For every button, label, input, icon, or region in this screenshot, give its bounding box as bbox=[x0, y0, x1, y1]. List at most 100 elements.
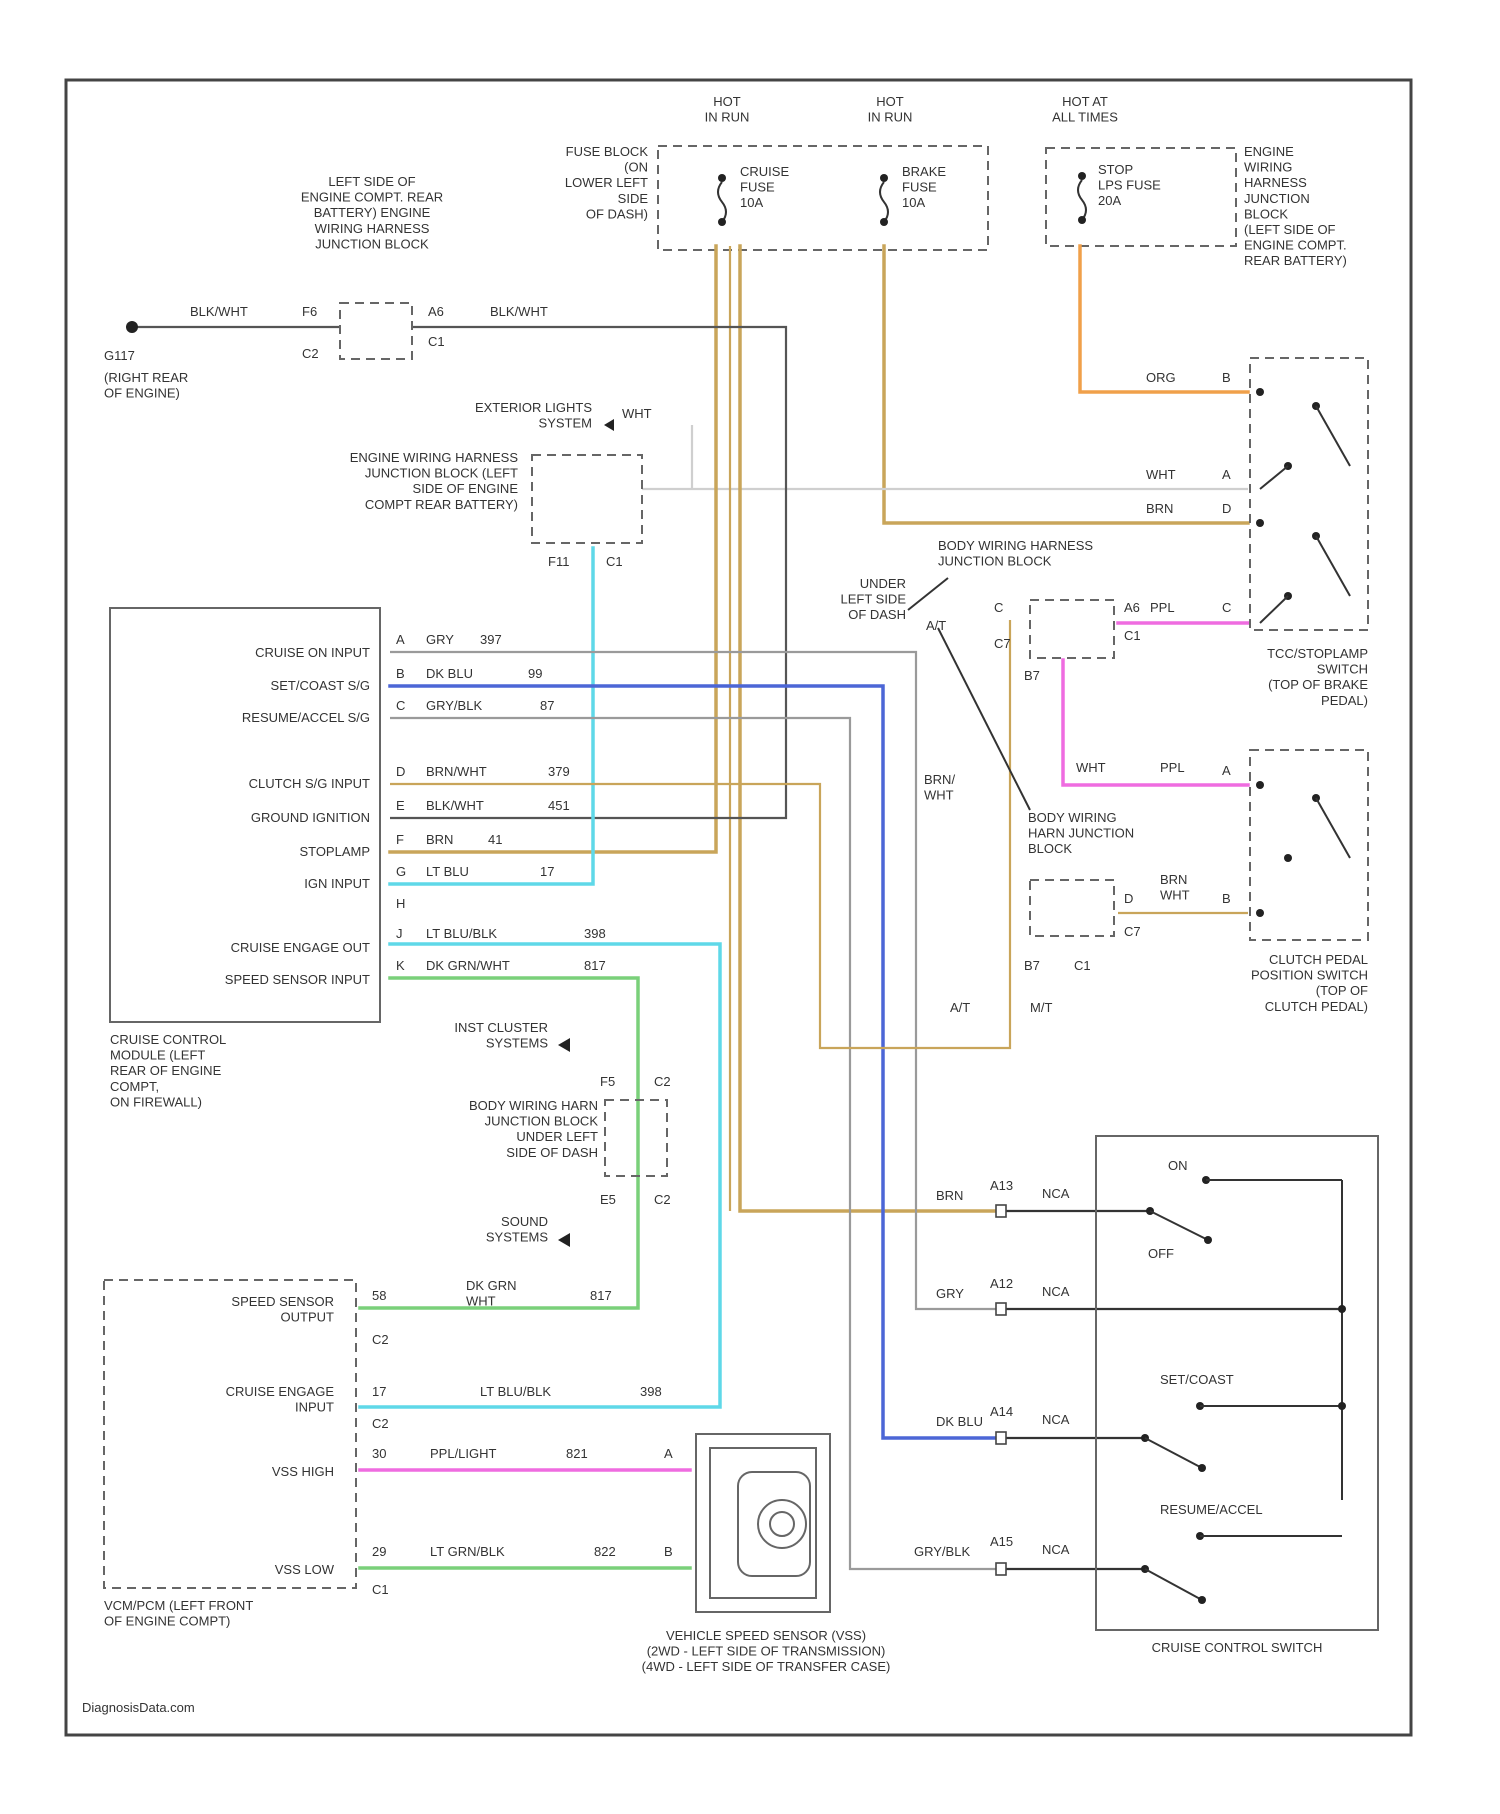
svg-text:398: 398 bbox=[584, 926, 606, 941]
ground-conn-left: C2 bbox=[302, 346, 319, 361]
brake-fuse-label: BRAKEFUSE10A bbox=[902, 164, 946, 210]
cruise-switch-row-1: BRN A13 NCA bbox=[936, 1178, 1070, 1203]
watermark: DiagnosisData.com bbox=[82, 1700, 195, 1715]
ground-conn-right: C1 bbox=[428, 334, 445, 349]
clutch-switch-contacts bbox=[1256, 781, 1350, 917]
brake-switch-label: TCC/STOPLAMPSWITCH(TOP OF BRAKEPEDAL) bbox=[1267, 646, 1368, 708]
svg-text:NCA: NCA bbox=[1042, 1186, 1070, 1201]
cruise-switch-on: ON bbox=[1168, 1158, 1188, 1173]
ground-pin-right: A6 bbox=[428, 304, 444, 319]
svg-text:H: H bbox=[396, 896, 405, 911]
svg-text:NCA: NCA bbox=[1042, 1542, 1070, 1557]
ground-junction-label: LEFT SIDE OFENGINE COMPT. REARBATTERY) E… bbox=[301, 174, 443, 251]
svg-text:SPEED SENSOR INPUT: SPEED SENSOR INPUT bbox=[225, 972, 370, 987]
svg-text:BLK/WHT: BLK/WHT bbox=[426, 798, 484, 813]
svg-text:SET/COAST S/G: SET/COAST S/G bbox=[271, 678, 370, 693]
svg-text:GRY/BLK: GRY/BLK bbox=[914, 1544, 970, 1559]
svg-text:DK GRN/WHT: DK GRN/WHT bbox=[426, 958, 510, 973]
cruise-switch-row-4: GRY/BLK A15 NCA bbox=[914, 1534, 1070, 1559]
svg-text:SPEED SENSOROUTPUT: SPEED SENSOROUTPUT bbox=[231, 1294, 334, 1325]
svg-text:GRY/BLK: GRY/BLK bbox=[426, 698, 482, 713]
svg-text:RESUME/ACCEL S/G: RESUME/ACCEL S/G bbox=[242, 710, 370, 725]
svg-text:C2: C2 bbox=[372, 1416, 389, 1431]
clutch-junction-label: BODY WIRINGHARN JUNCTIONBLOCK bbox=[1028, 810, 1134, 856]
svg-text:CRUISE ON INPUT: CRUISE ON INPUT bbox=[255, 645, 370, 660]
vcm-pin-speed-output: SPEED SENSOROUTPUT 58 C2 DK GRNWHT 817 bbox=[231, 1278, 611, 1347]
exterior-arrow-icon bbox=[604, 419, 614, 431]
svg-text:LT BLU: LT BLU bbox=[426, 864, 469, 879]
body-junction-at: A/T bbox=[926, 618, 946, 633]
cruise-fuse-label: CRUISEFUSE10A bbox=[740, 164, 789, 210]
exterior-pin: F11 bbox=[548, 554, 569, 569]
svg-text:K: K bbox=[396, 958, 405, 973]
svg-text:BRN: BRN bbox=[426, 832, 453, 847]
splice-pin-bot: E5 bbox=[600, 1192, 616, 1207]
vcm-pin-vss-low: VSS LOW 29 C1 LT GRN/BLK 822 bbox=[275, 1544, 616, 1597]
clutch-pin-d: D bbox=[1124, 891, 1133, 906]
splice-junction-label: BODY WIRING HARNJUNCTION BLOCKUNDER LEFT… bbox=[469, 1098, 598, 1160]
sound-arrow-icon bbox=[558, 1233, 570, 1247]
body-junction-conn-c1: C1 bbox=[1124, 628, 1141, 643]
body-junction-wire-wht: WHT bbox=[1076, 760, 1106, 775]
clutch-pin-b: B bbox=[1222, 891, 1231, 906]
ground-location: (RIGHT REAROF ENGINE) bbox=[104, 370, 188, 401]
ground-junction-block bbox=[340, 303, 412, 359]
body-junction-pin-a6: A6 bbox=[1124, 600, 1140, 615]
brake-switch-contacts bbox=[1256, 388, 1350, 623]
svg-text:87: 87 bbox=[540, 698, 554, 713]
svg-text:C: C bbox=[396, 698, 405, 713]
svg-text:NCA: NCA bbox=[1042, 1284, 1070, 1299]
svg-text:PPL/LIGHT: PPL/LIGHT bbox=[430, 1446, 497, 1461]
svg-text:17: 17 bbox=[372, 1384, 386, 1399]
svg-text:41: 41 bbox=[488, 832, 502, 847]
module-pin-b: SET/COAST S/G B DK BLU 99 bbox=[271, 666, 543, 693]
svg-text:30: 30 bbox=[372, 1446, 386, 1461]
exterior-junction-block bbox=[532, 455, 642, 543]
clutch-wire-brnwht: BRNWHT bbox=[1160, 872, 1190, 903]
svg-text:IGN INPUT: IGN INPUT bbox=[304, 876, 370, 891]
module-pin-e: GROUND IGNITION E BLK/WHT 451 bbox=[251, 798, 570, 825]
svg-text:822: 822 bbox=[594, 1544, 616, 1559]
inst-cluster-label: INST CLUSTERSYSTEMS bbox=[454, 1020, 548, 1051]
svg-text:GRY: GRY bbox=[936, 1286, 964, 1301]
svg-text:LT GRN/BLK: LT GRN/BLK bbox=[430, 1544, 505, 1559]
splice-conn-top: C2 bbox=[654, 1074, 671, 1089]
exterior-conn: C1 bbox=[606, 554, 623, 569]
svg-text:A15: A15 bbox=[990, 1534, 1013, 1549]
vcm-pcm bbox=[104, 1280, 356, 1588]
module-pin-c: RESUME/ACCEL S/G C GRY/BLK 87 bbox=[242, 698, 555, 725]
wire-brn-brake-label: BRN bbox=[1146, 501, 1173, 516]
clutch-conn-c7: C7 bbox=[1124, 924, 1141, 939]
svg-text:G: G bbox=[396, 864, 406, 879]
svg-text:A: A bbox=[396, 632, 405, 647]
body-junction-pin-c: C bbox=[994, 600, 1003, 615]
module-pin-j: CRUISE ENGAGE OUT J LT BLU/BLK 398 bbox=[231, 926, 606, 955]
svg-text:D: D bbox=[396, 764, 405, 779]
clutch-pin-b7: B7 bbox=[1024, 958, 1040, 973]
splice-pin-top: F5 bbox=[600, 1074, 615, 1089]
svg-text:397: 397 bbox=[480, 632, 502, 647]
svg-text:CRUISE ENGAGE OUT: CRUISE ENGAGE OUT bbox=[231, 940, 370, 955]
svg-text:NCA: NCA bbox=[1042, 1412, 1070, 1427]
cruise-switch-off: OFF bbox=[1148, 1246, 1174, 1261]
tcc-stoplamp-switch bbox=[1250, 358, 1368, 630]
pin-b-brake: B bbox=[1222, 370, 1231, 385]
module-pin-d: CLUTCH S/G INPUT D BRN/WHT 379 bbox=[249, 764, 570, 791]
cruise-switch-label: CRUISE CONTROL SWITCH bbox=[1152, 1640, 1323, 1655]
clutch-junction-block bbox=[1030, 880, 1114, 936]
svg-text:DK BLU: DK BLU bbox=[426, 666, 473, 681]
module-pin-k: SPEED SENSOR INPUT K DK GRN/WHT 817 bbox=[225, 958, 606, 987]
ground-wire-right: BLK/WHT bbox=[490, 304, 548, 319]
wire-brn-brake bbox=[884, 246, 1248, 523]
svg-text:817: 817 bbox=[584, 958, 606, 973]
clutch-brnwht-vertical: BRN/WHT bbox=[924, 772, 955, 803]
brake-ppl-label: PPL bbox=[1150, 600, 1175, 615]
svg-text:VSS HIGH: VSS HIGH bbox=[272, 1464, 334, 1479]
